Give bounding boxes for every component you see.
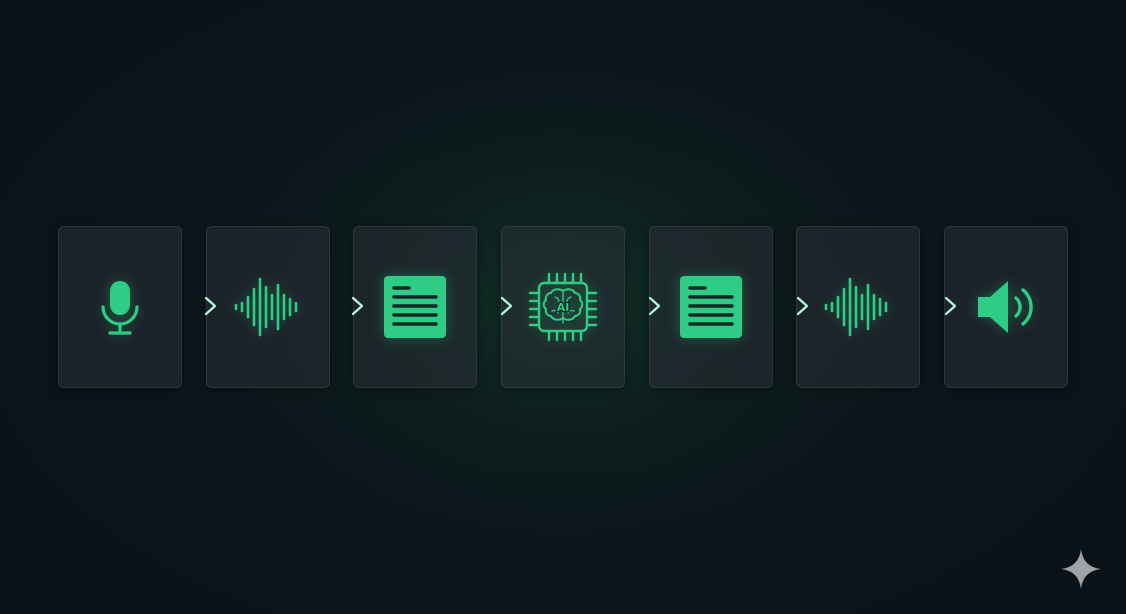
stage-card-sound-wave-output: [796, 226, 920, 388]
arrow-right-icon: [460, 296, 513, 316]
stage-card-microphone: [58, 226, 182, 388]
stage-card-speaker: [944, 226, 1068, 388]
sparkle-icon: [1061, 549, 1101, 589]
speaker-icon: [978, 281, 1033, 333]
microphone-icon: [101, 281, 139, 335]
stage-card-response-text: [649, 226, 773, 388]
arrow-right-icon: [756, 296, 809, 316]
arrow-right-icon: [904, 296, 957, 316]
text-document-icon: [384, 276, 446, 338]
sound-wave-icon: [234, 277, 298, 337]
ai-chip-brain-icon: AI: [528, 272, 598, 342]
stage-card-transcript: [353, 226, 477, 388]
sound-wave-icon: [824, 277, 888, 337]
ai-chip-label: AI: [557, 301, 570, 314]
arrow-right-icon: [311, 296, 364, 316]
text-document-icon: [680, 276, 742, 338]
arrow-right-icon: [164, 296, 217, 316]
arrow-right-icon: [608, 296, 661, 316]
